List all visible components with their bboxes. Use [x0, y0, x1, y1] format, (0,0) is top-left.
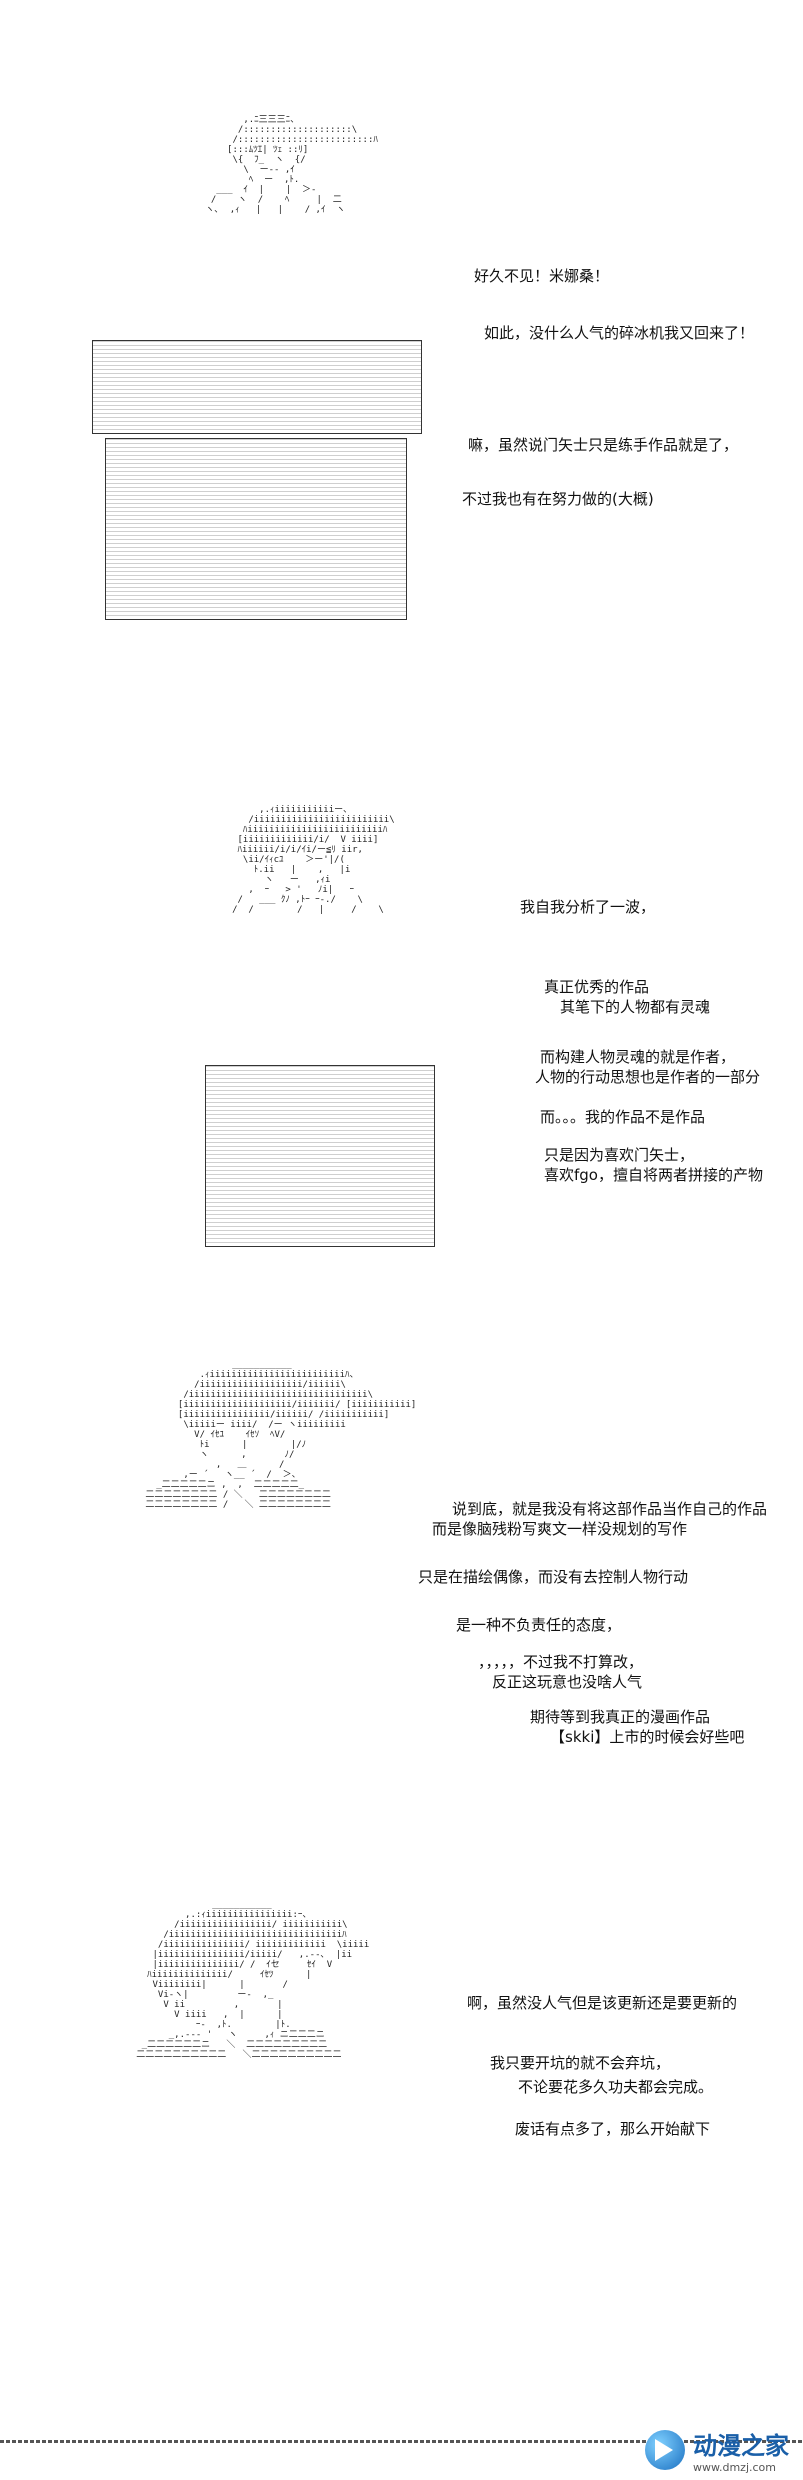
panel-3-line-8: 【skki】上市的时候会好些吧	[550, 1728, 745, 1746]
panel-3-line-1: 说到底，就是我没有将这部作品当作自己的作品	[452, 1500, 768, 1518]
panel-1-line-1: 好久不见！米娜桑！	[474, 267, 610, 285]
panel-1-line-4: 不过我也有在努力做的(大概)	[462, 490, 654, 508]
ascii-art-desk-top	[92, 340, 422, 434]
ascii-art-desk-body	[105, 438, 407, 620]
panel-1: ,.ﾆ三三三ﾆ、 /::::::::::::::::::::\ /:::::::…	[0, 0, 803, 640]
panel-4-line-4: 废话有点多了，那么开始献下	[515, 2120, 711, 2138]
ascii-art-board-2	[205, 1065, 435, 1247]
panel-3-line-7: 期待等到我真正的漫画作品	[530, 1708, 711, 1726]
ascii-art-figure-3: ___________ .ｨiiiiiiiiiiiiiiiiiiiiiiiiiﾊ…	[145, 1360, 417, 1510]
dmzj-logo-icon	[645, 2430, 685, 2470]
panel-2-line-2: 真正优秀的作品	[544, 978, 650, 996]
panel-2-line-5: 人物的行动思想也是作者的一部分	[535, 1068, 761, 1086]
panel-4-line-2: 我只要开坑的就不会弃坑，	[490, 2054, 671, 2072]
brand-name: 动漫之家	[693, 2431, 789, 2460]
brand-text: 动漫之家 www.dmzj.com	[693, 2426, 789, 2474]
panel-3-line-3: 只是在描绘偶像，而没有去控制人物行动	[418, 1568, 689, 1586]
ascii-art-figure-1: ,.ﾆ三三三ﾆ、 /::::::::::::::::::::\ /:::::::…	[205, 115, 378, 215]
panel-4: ___________ ,.:ｨiiiiiiiiiiiiiiii:ｰ、 /iii…	[0, 1880, 803, 2360]
panel-1-line-3: 嘛，虽然说门矢士只是练手作品就是了，	[468, 436, 739, 454]
panel-2-line-6: 而。。。我的作品不是作品	[540, 1108, 706, 1126]
panel-2-line-4: 而构建人物灵魂的就是作者，	[540, 1048, 736, 1066]
panel-3-line-5: ，，，，，不过我不打算改，	[478, 1653, 644, 1671]
panel-4-line-3: 不论要花多久功夫都会完成。	[518, 2078, 714, 2096]
panel-1-line-2: 如此，没什么人气的碎冰机我又回来了！	[484, 324, 755, 342]
panel-3-line-2: 而是像脑残粉写爽文一样没规划的写作	[432, 1520, 688, 1538]
ascii-art-figure-4: ___________ ,.:ｨiiiiiiiiiiiiiiii:ｰ、 /iii…	[136, 1900, 370, 2060]
panel-2-line-3: 其笔下的人物都有灵魂	[560, 998, 711, 1016]
dmzj-brand[interactable]: 动漫之家 www.dmzj.com	[645, 2426, 789, 2474]
panel-4-line-1: 啊，虽然没人气但是该更新还是要更新的	[467, 1994, 738, 2012]
footer-divider	[0, 2440, 803, 2443]
panel-3: ___________ .ｨiiiiiiiiiiiiiiiiiiiiiiiiiﾊ…	[0, 1340, 803, 1820]
ascii-art-figure-2: ,.ｨiiiiiiiiiiiー、 /iiiiiiiiiiiiiiiiiiiiii…	[232, 805, 395, 915]
panel-3-line-4: 是一种不负责任的态度，	[456, 1616, 622, 1634]
brand-url: www.dmzj.com	[693, 2461, 776, 2474]
panel-2: ,.ｨiiiiiiiiiiiー、 /iiiiiiiiiiiiiiiiiiiiii…	[0, 780, 803, 1280]
panel-3-line-6: 反正这玩意也没啥人气	[492, 1673, 643, 1691]
panel-2-line-7: 只是因为喜欢门矢士，	[544, 1146, 695, 1164]
panel-2-line-1: 我自我分析了一波，	[520, 898, 656, 916]
panel-2-line-8: 喜欢fgo，擅自将两者拼接的产物	[544, 1166, 763, 1184]
